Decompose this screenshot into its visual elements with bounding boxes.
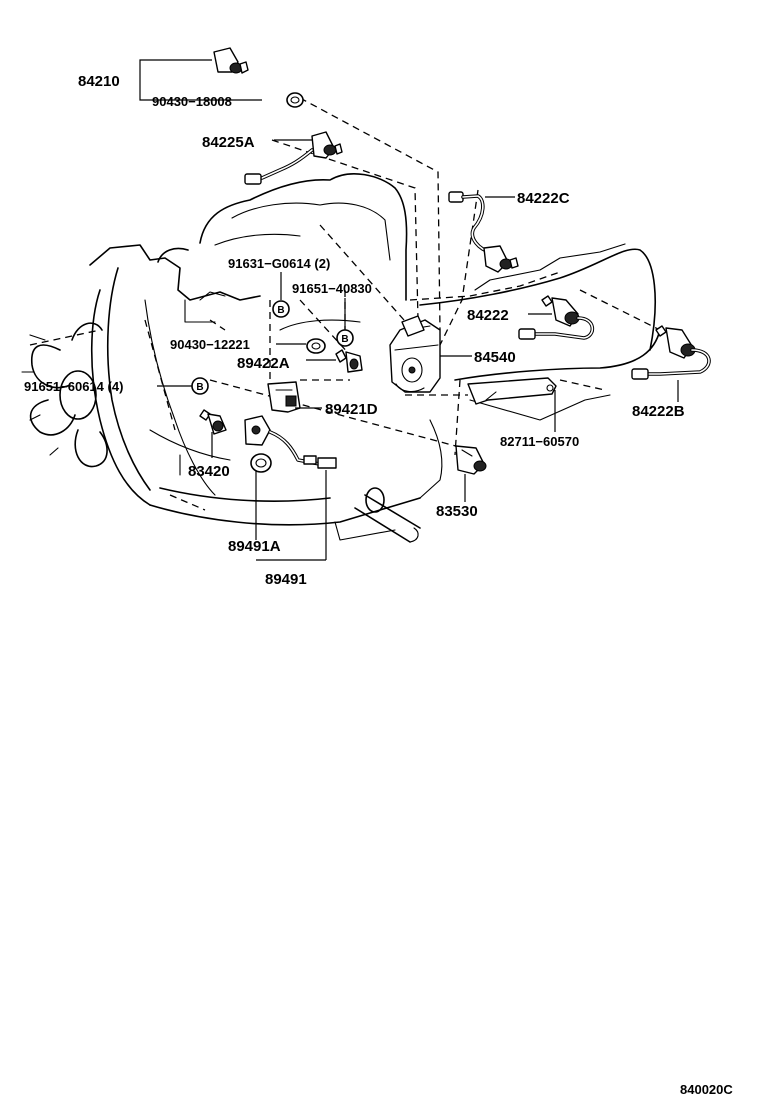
label-84540: 84540 [474,349,516,366]
label-84222C: 84222C [517,190,570,207]
washer-90430-12221 [306,338,326,354]
sensor-89422A [335,349,363,373]
sensor-84222 [518,295,595,340]
switch-83420 [199,409,227,435]
label-91651-60614: 91651−60614 (4) [24,379,123,394]
switch-84210 [213,47,249,74]
label-84210: 84210 [78,73,120,90]
label-90430-12221: 90430−12221 [170,337,250,352]
bolt-b-letter: B [196,382,203,393]
label-84222: 84222 [467,307,509,324]
assembly-lines [29,97,661,511]
washer-90430-18008 [286,92,304,108]
sensor-84222C [448,191,519,273]
label-82711: 82711−60570 [500,434,579,449]
sensor-84222B [631,325,711,380]
label-89421D: 89421D [325,401,378,418]
label-83420: 83420 [188,463,230,480]
bolt-b-marker: B B B [191,300,354,395]
label-89422A: 89422A [237,355,290,372]
label-91631: 91631−G0614 (2) [228,256,330,271]
engine-fan [21,322,108,468]
label-83530: 83530 [436,503,478,520]
sensor-84225A [244,131,343,185]
label-89491: 89491 [265,571,307,588]
label-91651-40830: 91651−40830 [292,281,372,296]
bolt-b-letter: B [277,305,284,316]
label-89491A: 89491A [228,538,281,555]
part-labels: 84210 90430−18008 84225A 84222C 91631−G0… [24,73,685,588]
sensor-89421D [267,381,301,413]
transmission-outline [89,173,661,543]
label-90430-18008: 90430−18008 [152,94,232,109]
label-84222B: 84222B [632,403,685,420]
bolt-b-letter: B [341,334,348,345]
leader-lines [139,59,679,561]
label-84225A: 84225A [202,134,255,151]
switch-84540 [389,315,441,393]
diagram-code: 840020C [680,1082,733,1097]
switch-83530 [455,445,487,475]
clamp-82711 [467,377,557,405]
sensor-89491 [244,415,337,473]
